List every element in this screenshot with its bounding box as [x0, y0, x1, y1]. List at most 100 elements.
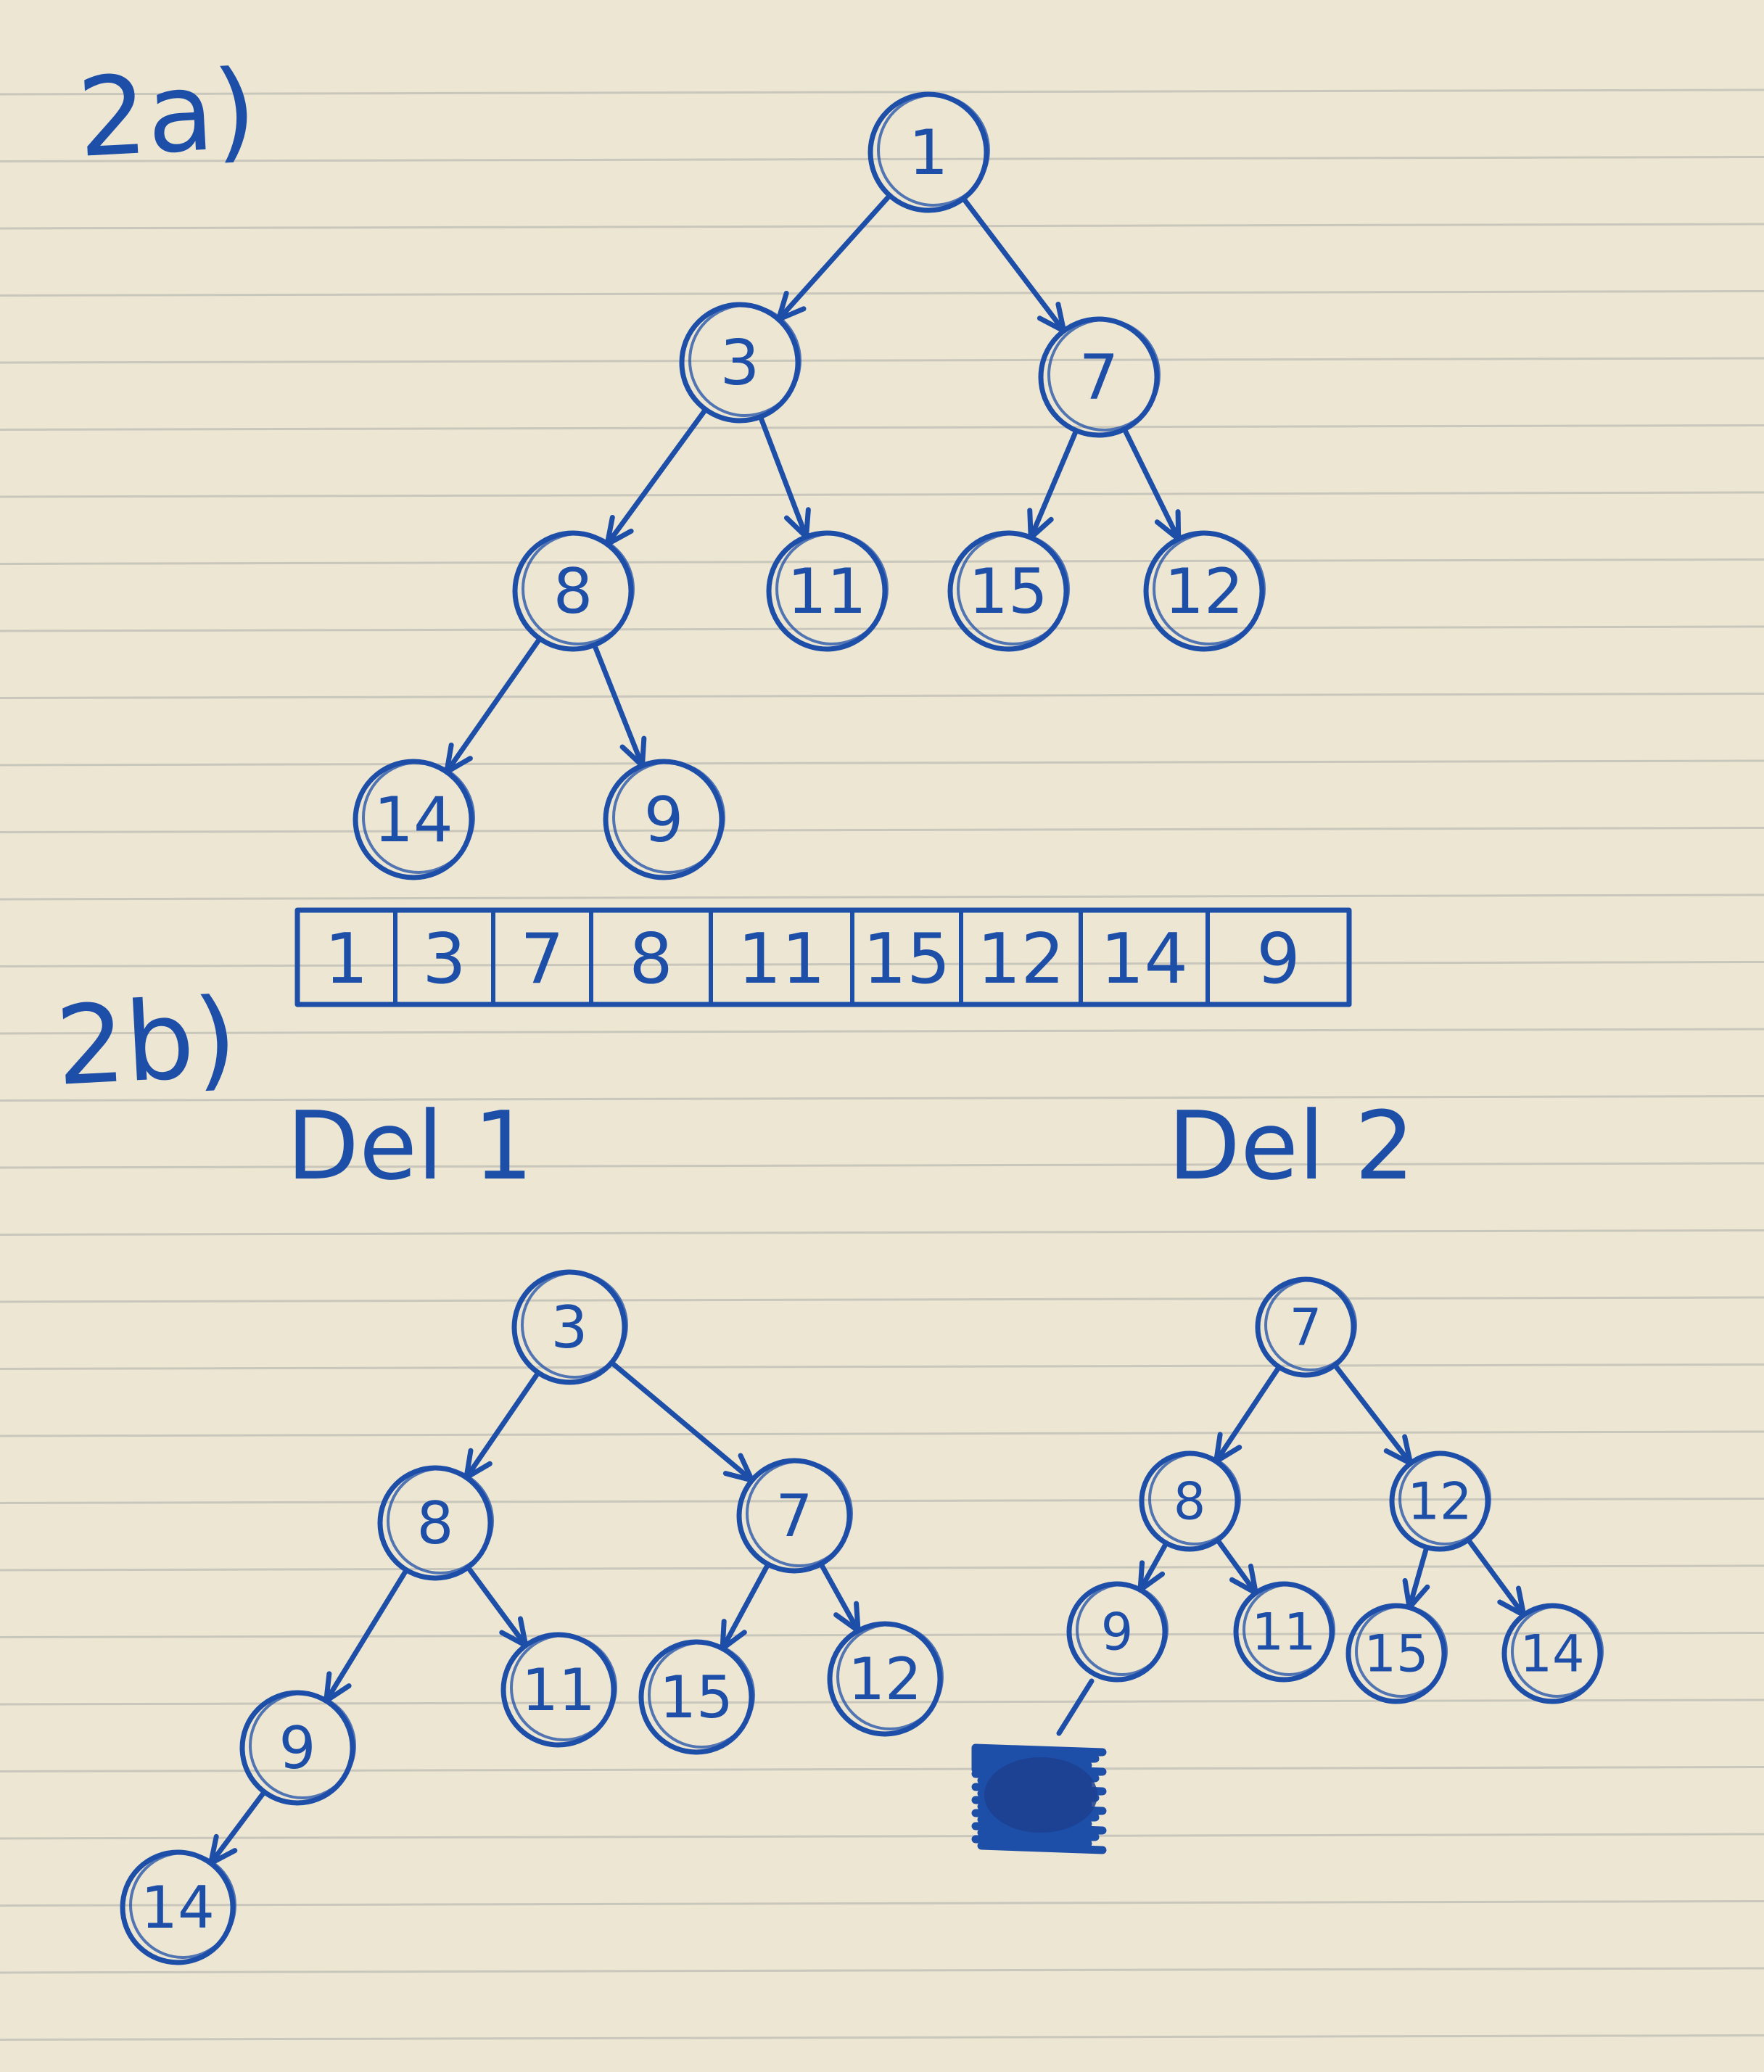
node-label: 8 — [417, 1490, 454, 1557]
array-cell: 1 — [324, 920, 368, 999]
edge-b3-b8 — [463, 1370, 541, 1480]
ruled-line — [0, 1498, 1764, 1504]
ruled-line — [0, 88, 1764, 96]
node-label: 11 — [1251, 1603, 1316, 1662]
node-label: 8 — [1174, 1472, 1206, 1532]
node-label: 11 — [522, 1656, 595, 1724]
node-circle-overdraw — [510, 1634, 617, 1741]
edge-c7-c8 — [1213, 1364, 1282, 1464]
edge-a7-a12 — [1121, 426, 1182, 542]
heap-node-c15: 15 — [1345, 1603, 1448, 1704]
array-cell: 3 — [422, 920, 466, 999]
scribbled-out-node — [971, 1678, 1107, 1854]
heap-node-a14: 14 — [353, 759, 475, 880]
ruled-line — [0, 759, 1764, 767]
heap-node-a9: 9 — [603, 759, 725, 880]
edge-a8-a14 — [444, 636, 543, 775]
ruled-line — [0, 1430, 1764, 1437]
ruled-line — [0, 1766, 1764, 1772]
ruled-line — [0, 693, 1764, 699]
heap-diagram-2a: 1 3 7 8 11 15 12 14 9 — [353, 91, 1266, 880]
edge-c7-c12 — [1332, 1362, 1414, 1466]
ruled-line — [0, 1095, 1764, 1102]
array-cell: 14 — [1100, 920, 1188, 999]
node-label: 3 — [720, 327, 760, 400]
part-a-label: 2a) — [75, 46, 260, 182]
node-circle-overdraw — [877, 94, 990, 207]
edge-c8-c11 — [1215, 1538, 1258, 1596]
heap-diagram-del1: 3 8 7 9 11 15 12 14 — [120, 1269, 944, 1965]
ruled-line — [0, 156, 1764, 162]
del2-heading: Del 2 — [1168, 1091, 1414, 1201]
node-label: 1 — [909, 117, 949, 189]
ruled-line — [0, 2034, 1764, 2041]
edge-b7-b12 — [818, 1561, 861, 1634]
ruled-line — [0, 1564, 1764, 1572]
heap-node-a3: 3 — [679, 302, 801, 424]
array-cell: 12 — [977, 920, 1065, 999]
heap-node-b9: 9 — [239, 1690, 356, 1806]
node-label: 11 — [787, 556, 866, 628]
node-circle-overdraw — [1153, 532, 1266, 645]
heap-node-b7: 7 — [736, 1458, 853, 1574]
ruled-line — [0, 1967, 1764, 1974]
scribble-fill — [984, 1757, 1097, 1833]
ruled-line — [0, 1833, 1764, 1840]
node-label: 12 — [1407, 1472, 1472, 1532]
ruled-line — [0, 1162, 1764, 1169]
ruled-line — [0, 223, 1764, 230]
heap-node-b14: 14 — [120, 1849, 236, 1965]
node-label: 7 — [776, 1482, 813, 1550]
array-cell: 11 — [738, 920, 825, 999]
part-b-label: 2b) — [53, 975, 240, 1110]
edge-c8-c9 — [1137, 1540, 1169, 1593]
node-circle-overdraw — [1076, 1583, 1169, 1676]
edge-a8-a9 — [592, 642, 645, 769]
array-cell: 9 — [1256, 920, 1300, 999]
ruled-line — [0, 1229, 1764, 1236]
node-circle-overdraw — [249, 1692, 356, 1799]
heap-node-b12: 12 — [827, 1621, 944, 1737]
node-circle-overdraw — [521, 1271, 628, 1379]
ruled-line — [0, 1296, 1764, 1303]
node-label: 12 — [1164, 556, 1243, 628]
del1-heading: Del 1 — [287, 1091, 533, 1201]
node-label: 7 — [1290, 1298, 1322, 1358]
node-label: 15 — [1364, 1625, 1428, 1684]
array-cell: 8 — [629, 920, 672, 999]
node-circle-overdraw — [1264, 1279, 1357, 1371]
edge-b8-b9 — [323, 1567, 409, 1704]
node-label: 15 — [968, 556, 1047, 628]
heap-node-c7: 7 — [1255, 1276, 1357, 1378]
node-label: 9 — [1101, 1603, 1134, 1662]
ruled-line — [0, 424, 1764, 431]
node-circle-overdraw — [387, 1467, 494, 1574]
heap-node-a8: 8 — [512, 530, 635, 652]
edge-a3-a11 — [757, 414, 809, 540]
edge-b8-b11 — [465, 1564, 529, 1648]
node-label: 3 — [551, 1294, 588, 1361]
scribble-edge — [1056, 1678, 1095, 1736]
node-circle-overdraw — [362, 761, 475, 874]
node-circle-overdraw — [129, 1852, 236, 1959]
node-circle-overdraw — [1355, 1605, 1448, 1698]
heap-node-c11: 11 — [1233, 1581, 1335, 1683]
node-circle-overdraw — [1148, 1453, 1241, 1545]
edge-b9-b14 — [208, 1789, 267, 1866]
node-circle-overdraw — [1047, 318, 1161, 432]
node-circle-overdraw — [746, 1460, 853, 1567]
heap-node-b8: 8 — [377, 1465, 494, 1581]
heap-node-a15: 15 — [947, 530, 1070, 652]
node-circle-overdraw — [1398, 1453, 1491, 1545]
node-label: 14 — [141, 1874, 215, 1941]
heap-node-b3: 3 — [511, 1269, 628, 1385]
node-label: 14 — [374, 784, 453, 857]
node-label: 7 — [1079, 342, 1119, 414]
ruled-line — [0, 893, 1764, 901]
ruled-line — [0, 1699, 1764, 1706]
node-label: 15 — [659, 1664, 733, 1731]
heap-node-b15: 15 — [638, 1639, 755, 1755]
heap-node-c8: 8 — [1139, 1450, 1241, 1552]
